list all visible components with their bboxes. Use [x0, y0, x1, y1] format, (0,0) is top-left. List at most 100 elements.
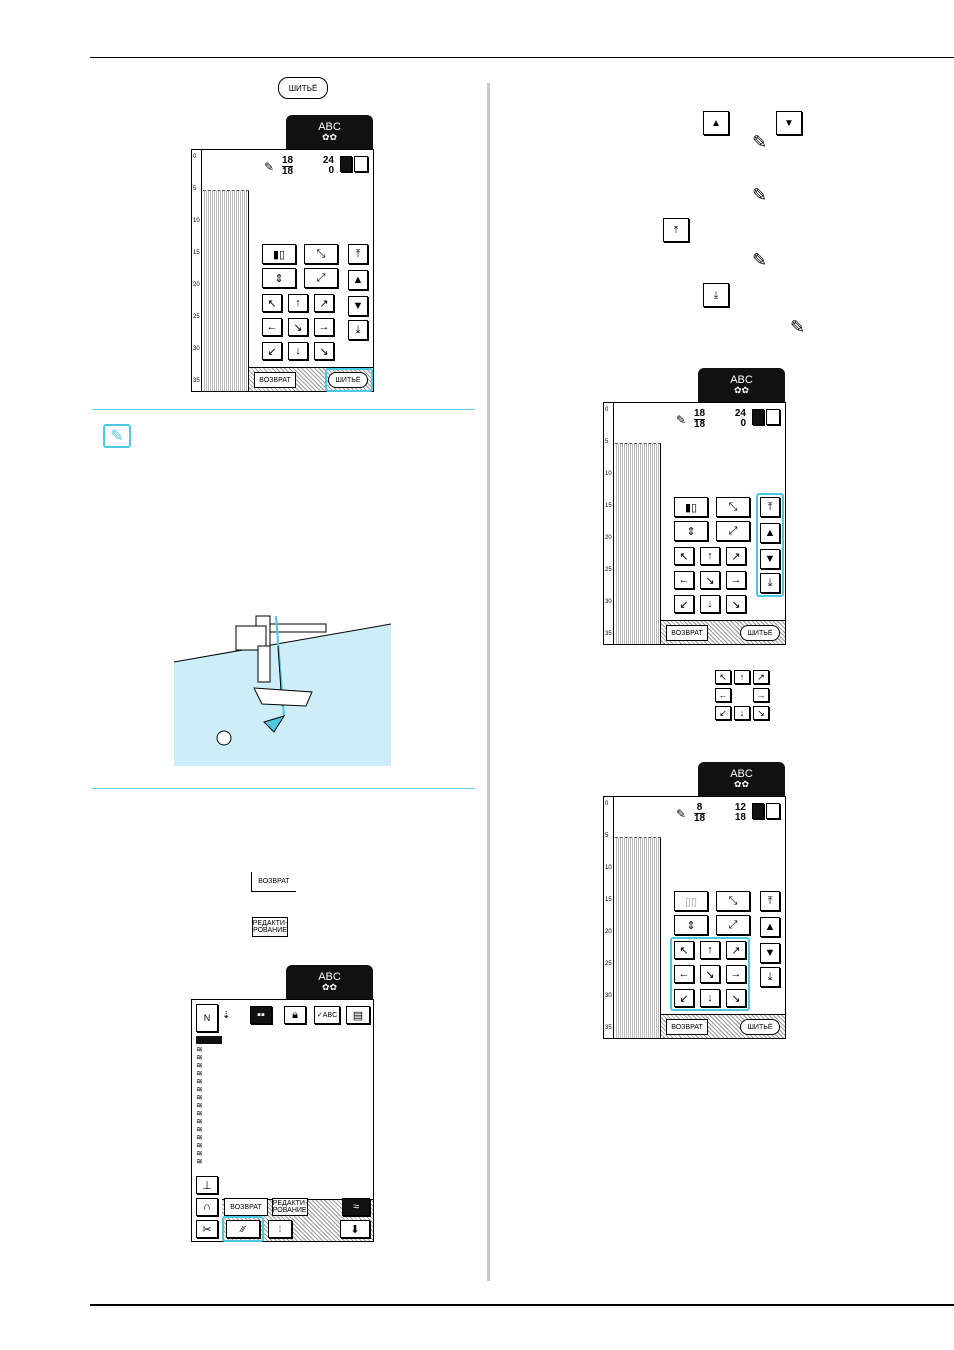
- edit-button[interactable]: РЕДАКТИ-РОВАНИЕ: [272, 1198, 308, 1216]
- single-double-icon[interactable]: ▪▪: [250, 1006, 272, 1024]
- top-icon[interactable]: ⤒: [760, 891, 780, 911]
- ne-arrow-icon[interactable]: ↗: [314, 294, 334, 312]
- nw-arrow-icon[interactable]: ↖: [715, 670, 731, 684]
- sew-button-inline[interactable]: ШИТЬЁ: [278, 77, 328, 99]
- n-arrow-icon[interactable]: ↑: [700, 941, 720, 959]
- grid-icon[interactable]: [354, 156, 368, 172]
- edit-button-inline[interactable]: РЕДАКТИ-РОВАНИЕ: [252, 917, 288, 937]
- move-icon[interactable]: ⤢: [716, 915, 750, 935]
- view-mode-icon[interactable]: [752, 409, 764, 425]
- n-arrow-icon[interactable]: ↑: [288, 294, 308, 312]
- mirror-icon[interactable]: ▮▯: [674, 497, 708, 517]
- w-arrow-icon[interactable]: ←: [715, 688, 731, 702]
- sew-button[interactable]: ШИТЬЁ: [740, 1019, 780, 1035]
- view-mode-icon[interactable]: [752, 803, 764, 819]
- lock-icon[interactable]: 🔒︎: [284, 1006, 306, 1024]
- screen2: N ⇣ ▪▪ 🔒︎ ✓ABC ▤ ≋≋≋≋≋≋≋≋≋≋≋≋≋≋≋ ⊥ ∩ ✂ В…: [191, 999, 374, 1242]
- se-arrow-icon[interactable]: ↘: [726, 595, 746, 613]
- top-icon[interactable]: ⤒: [348, 244, 368, 264]
- memo-top-line: [92, 409, 475, 410]
- center-point-icon[interactable]: ↘: [700, 965, 720, 983]
- center-icon[interactable]: ⇕: [674, 915, 708, 935]
- center-point-icon[interactable]: ↘: [700, 571, 720, 589]
- ne-arrow-icon[interactable]: ↗: [753, 670, 769, 684]
- down-icon[interactable]: ▼: [760, 943, 780, 963]
- top-button-inline[interactable]: ⤒: [663, 218, 689, 242]
- back-button[interactable]: ВОЗВРАТ: [254, 372, 296, 388]
- nw-arrow-icon[interactable]: ↖: [674, 941, 694, 959]
- resize-icon[interactable]: ⤡: [304, 244, 338, 264]
- s-arrow-icon[interactable]: ↓: [288, 342, 308, 360]
- bottom-icon[interactable]: ⤓: [760, 573, 780, 593]
- nw-arrow-icon[interactable]: ↖: [262, 294, 282, 312]
- center-icon[interactable]: ⇕: [674, 521, 708, 541]
- bottom-rule: [90, 1304, 954, 1306]
- ne-arrow-icon[interactable]: ↗: [726, 547, 746, 565]
- nw-arrow-icon[interactable]: ↖: [674, 547, 694, 565]
- bottom-button-inline[interactable]: ⤓: [703, 283, 729, 307]
- se-arrow-icon[interactable]: ↘: [753, 706, 769, 720]
- presser-foot-icon[interactable]: N: [196, 1004, 218, 1032]
- se-arrow-icon[interactable]: ↘: [726, 989, 746, 1007]
- grid-icon[interactable]: [766, 409, 780, 425]
- down-button-inline[interactable]: ▼: [776, 111, 802, 135]
- save-icon[interactable]: ⬇: [340, 1220, 370, 1238]
- e-arrow-icon[interactable]: →: [726, 571, 746, 589]
- w-arrow-icon[interactable]: ←: [674, 965, 694, 983]
- resize-icon[interactable]: ⤡: [716, 891, 750, 911]
- sew-button[interactable]: ШИТЬЁ: [740, 625, 780, 641]
- fabric-preview: [203, 150, 249, 391]
- n-arrow-icon[interactable]: ↑: [700, 547, 720, 565]
- stitch-type-icon[interactable]: ⁄⁄⁄: [226, 1220, 260, 1238]
- center-point-icon[interactable]: ↘: [288, 318, 308, 336]
- top-icon[interactable]: ⤒: [760, 497, 780, 517]
- up-icon[interactable]: ▲: [760, 523, 780, 543]
- w-arrow-icon[interactable]: ←: [262, 318, 282, 336]
- stitch-length-icon[interactable]: ⁞: [268, 1220, 292, 1238]
- view-mode-icon[interactable]: [340, 156, 352, 172]
- bottom-icon[interactable]: ⤓: [760, 967, 780, 987]
- up-button-inline[interactable]: ▲: [703, 111, 729, 135]
- bottom-icon[interactable]: ⤓: [348, 320, 368, 340]
- sw-arrow-icon[interactable]: ↙: [674, 595, 694, 613]
- s-arrow-icon[interactable]: ↓: [734, 706, 750, 720]
- scissors-icon[interactable]: ✂: [196, 1220, 218, 1238]
- e-arrow-icon[interactable]: →: [314, 318, 334, 336]
- back-button[interactable]: ВОЗВРАТ: [224, 1198, 268, 1216]
- resize-icon[interactable]: ⤡: [716, 497, 750, 517]
- ne-arrow-icon[interactable]: ↗: [726, 941, 746, 959]
- center-icon[interactable]: ⇕: [262, 268, 296, 288]
- mirror-icon[interactable]: ▮▯: [262, 244, 296, 264]
- sw-arrow-icon[interactable]: ↙: [262, 342, 282, 360]
- back-button-inline[interactable]: ВОЗВРАТ: [251, 872, 296, 892]
- up-icon[interactable]: ▲: [760, 917, 780, 937]
- down-icon[interactable]: ▼: [348, 296, 368, 316]
- mirror-icon[interactable]: ▯▯: [674, 891, 708, 911]
- pen-icon: ✎: [752, 250, 768, 270]
- se-arrow-icon[interactable]: ↘: [314, 342, 334, 360]
- down-icon[interactable]: ▼: [760, 549, 780, 569]
- e-arrow-icon[interactable]: →: [753, 688, 769, 702]
- fabric-preview: [615, 403, 661, 644]
- up-icon[interactable]: ▲: [348, 270, 368, 290]
- sew-button[interactable]: ШИТЬЁ: [328, 372, 368, 388]
- back-button[interactable]: ВОЗВРАТ: [666, 1019, 708, 1035]
- e-arrow-icon[interactable]: →: [726, 965, 746, 983]
- reverse-icon[interactable]: ∩: [196, 1198, 218, 1216]
- n-arrow-icon[interactable]: ↑: [734, 670, 750, 684]
- s-arrow-icon[interactable]: ↓: [700, 595, 720, 613]
- thread-icon[interactable]: ⊥: [196, 1176, 218, 1194]
- sw-arrow-icon[interactable]: ↙: [674, 989, 694, 1007]
- check-abc-icon[interactable]: ✓ABC: [314, 1006, 340, 1024]
- pattern-icon[interactable]: ≈: [342, 1198, 370, 1216]
- stitch-pattern-list: ≋≋≋≋≋≋≋≋≋≋≋≋≋≋≋: [196, 1045, 203, 1166]
- sw-arrow-icon[interactable]: ↙: [715, 706, 731, 720]
- s-arrow-icon[interactable]: ↓: [700, 989, 720, 1007]
- memory-icon[interactable]: ▤: [346, 1006, 370, 1024]
- w-arrow-icon[interactable]: ←: [674, 571, 694, 589]
- selected-stitch: [196, 1036, 222, 1044]
- move-icon[interactable]: ⤢: [304, 268, 338, 288]
- grid-icon[interactable]: [766, 803, 780, 819]
- back-button[interactable]: ВОЗВРАТ: [666, 625, 708, 641]
- move-icon[interactable]: ⤢: [716, 521, 750, 541]
